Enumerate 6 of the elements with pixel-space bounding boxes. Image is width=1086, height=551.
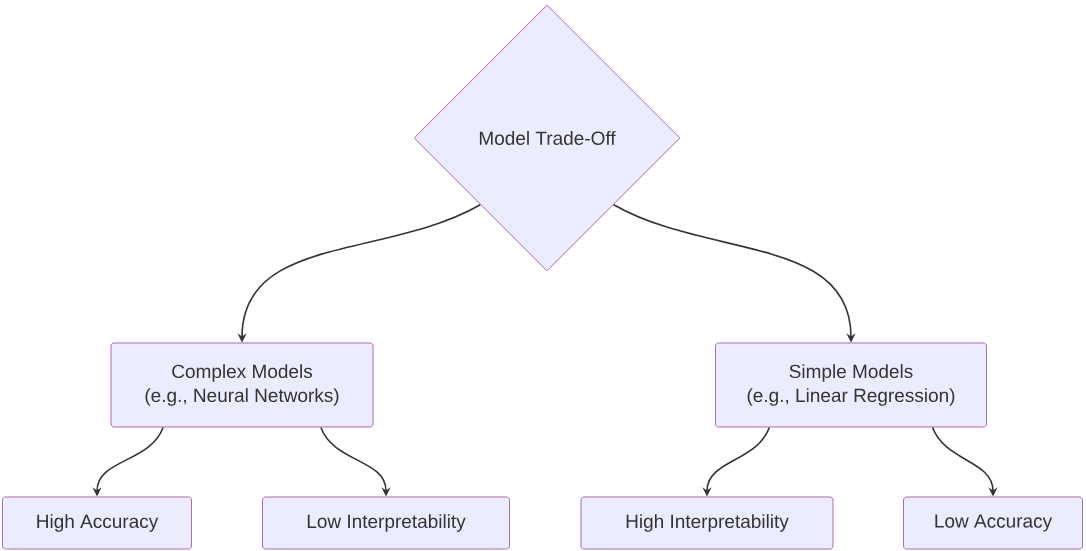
process-box: Simple Models (e.g., Linear Regression) <box>715 342 987 428</box>
process-box: High Accuracy <box>2 496 192 550</box>
process-box: Low Interpretability <box>262 496 510 550</box>
process-box: Low Accuracy <box>903 496 1083 550</box>
process-box: High Interpretability <box>580 496 834 550</box>
process-box: Complex Models (e.g., Neural Networks) <box>110 342 374 428</box>
